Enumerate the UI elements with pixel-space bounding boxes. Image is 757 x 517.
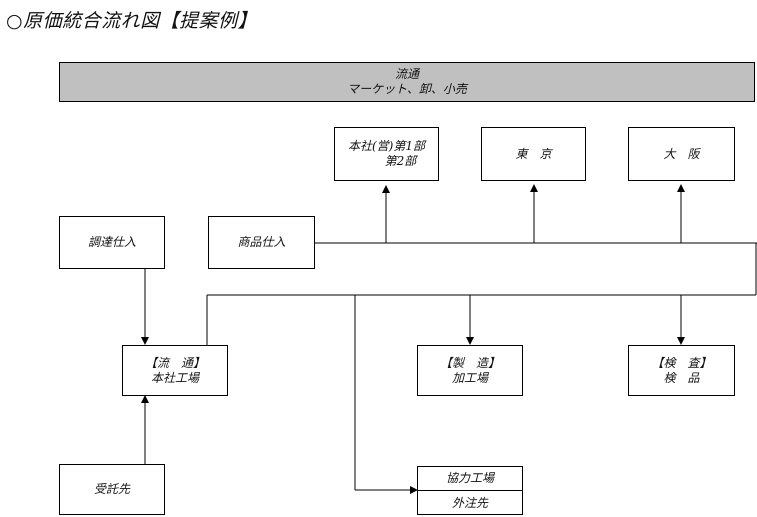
partner-factory-box: 協力工場 外注先 (417, 466, 523, 515)
outsourcer-label: 外注先 (451, 496, 488, 510)
page-title: ○原価統合流れ図【提案例】 (6, 10, 258, 32)
manufacturing-box: 【製 造】 加工場 (417, 345, 523, 396)
partner-factory-label: 協力工場 (418, 467, 522, 491)
inspection-box: 【検 査】 検 品 (628, 345, 735, 396)
consignee-box: 受託先 (59, 464, 165, 515)
distribution-plant-box: 【流 通】 本社工場 (122, 345, 228, 396)
osaka-box: 大 阪 (628, 127, 735, 181)
distribution-market-banner: 流通 マーケット、卸、小売 (59, 62, 755, 102)
tokyo-box: 東 京 (481, 127, 586, 181)
honsha-sales-box: 本社(営)第1部 第2部 (334, 127, 439, 181)
merchandise-box: 商品仕入 (208, 216, 315, 269)
procurement-box: 調達仕入 (59, 216, 165, 269)
